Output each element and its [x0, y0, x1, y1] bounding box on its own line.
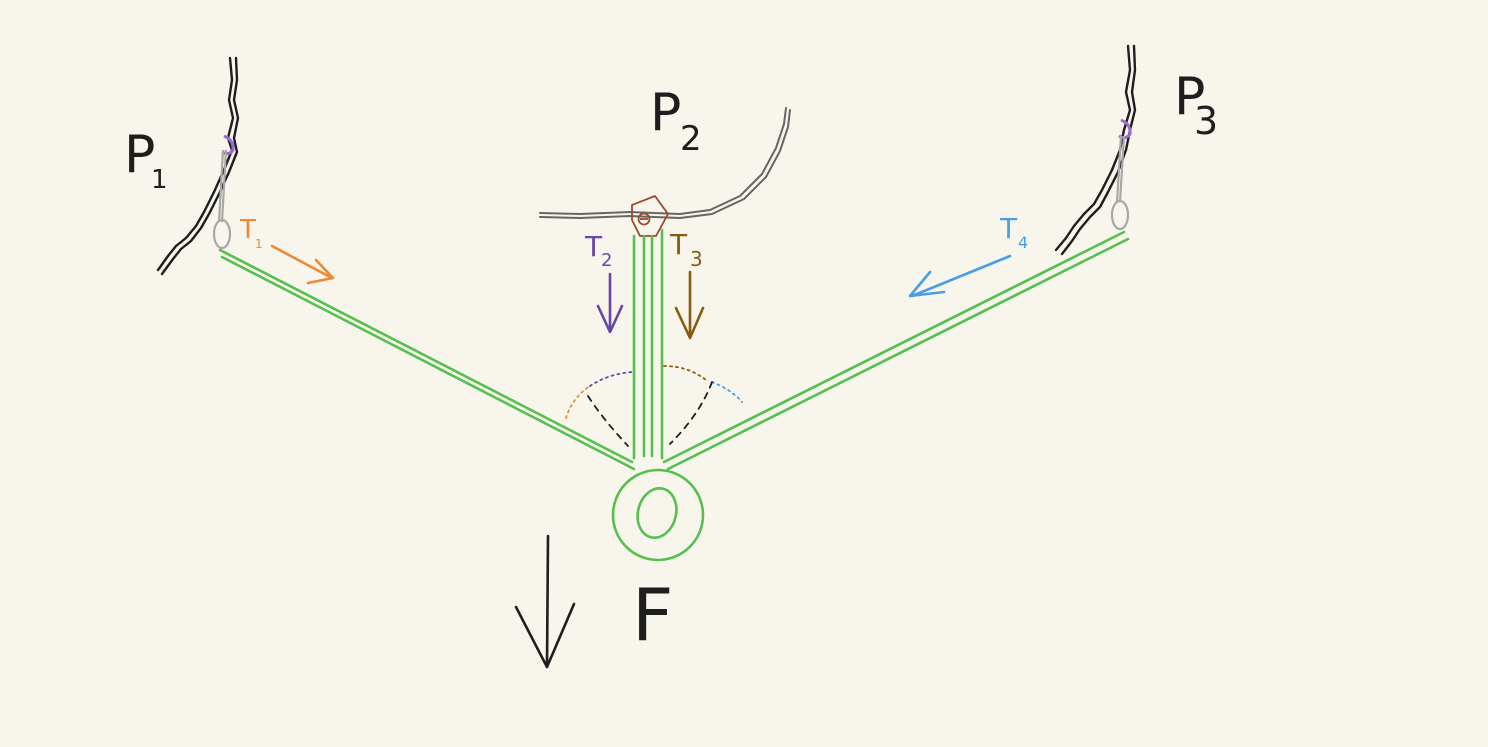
t3-label: T — [669, 228, 688, 261]
right-carabiner-icon — [1110, 135, 1130, 231]
p3-label: P — [1174, 67, 1205, 127]
t2-sub: 2 — [601, 250, 612, 271]
master-point-ring — [611, 468, 705, 562]
rope-system — [218, 228, 1130, 471]
t3-arrow — [674, 270, 705, 340]
force-arrow — [514, 534, 576, 669]
top-rock-edge — [539, 107, 791, 219]
t4-sub: 4 — [1018, 233, 1028, 252]
t1-arrow — [270, 244, 335, 285]
t4-label: T — [999, 212, 1018, 245]
t1-sub: 1 — [255, 237, 263, 251]
angle-arc-t3 — [663, 365, 707, 381]
t2-label: T — [584, 230, 603, 263]
p3-sub: 3 — [1194, 99, 1218, 143]
p1-label: P — [124, 125, 155, 185]
t2-arrow — [596, 272, 624, 334]
t3-sub: 3 — [690, 247, 703, 271]
angle-arc-t4 — [711, 381, 743, 403]
pulley-icon — [631, 195, 669, 237]
angle-arcs — [565, 365, 743, 447]
left-carabiner-icon — [212, 149, 232, 250]
p2-sub: 2 — [680, 119, 702, 159]
angle-arc-t2 — [589, 371, 633, 387]
t4-arrow — [908, 254, 1012, 298]
angle-arc-inner-right — [669, 381, 713, 445]
t1-label: T — [239, 215, 256, 245]
p2-label: P — [650, 83, 681, 143]
angle-arc-t1 — [565, 385, 591, 419]
force-label: F — [632, 573, 673, 657]
p1-sub: 1 — [151, 165, 168, 195]
angle-arc-inner-left — [587, 395, 629, 447]
